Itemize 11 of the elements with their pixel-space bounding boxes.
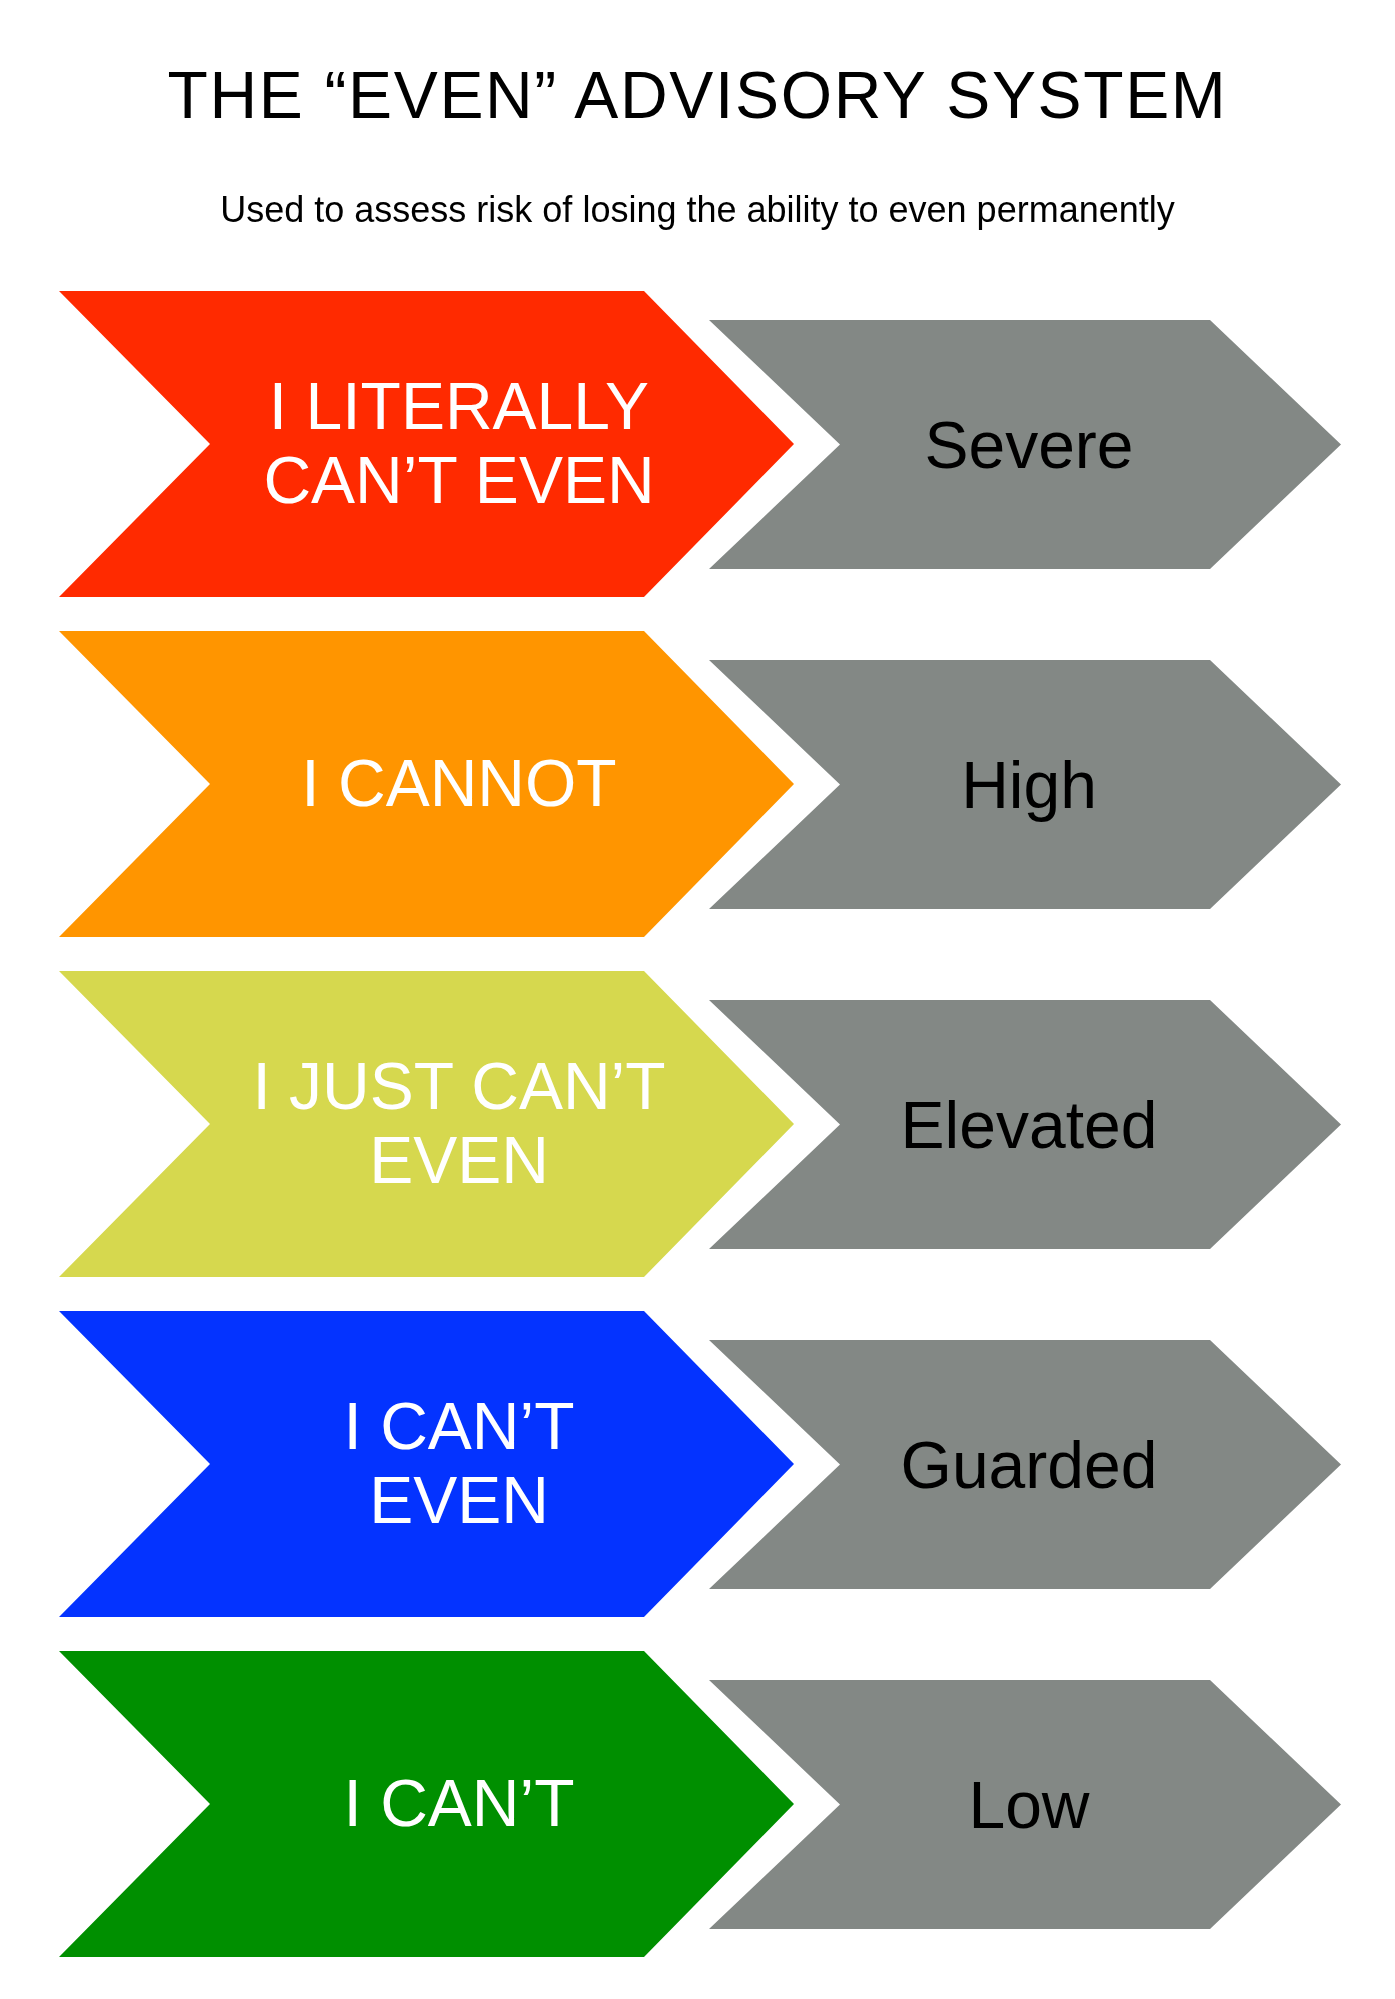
- level-label: I LITERALLY CAN’T EVEN: [262, 370, 656, 518]
- risk-level-label: Guarded: [900, 1431, 1158, 1498]
- level-label: I CAN’T: [343, 1767, 575, 1841]
- level-label: I JUST CAN’T EVEN: [251, 1050, 667, 1198]
- level-label: I CAN’T EVEN: [342, 1390, 576, 1538]
- title: THE “EVEN” ADVISORY SYSTEM: [166, 62, 1229, 128]
- subtitle: Used to assess risk of losing the ability to even permanently: [219, 192, 1176, 228]
- risk-level-label: Elevated: [900, 1091, 1158, 1158]
- level-label: I CANNOT: [301, 747, 617, 821]
- risk-level-label: Low: [968, 1771, 1090, 1838]
- risk-level-label: Severe: [924, 411, 1134, 478]
